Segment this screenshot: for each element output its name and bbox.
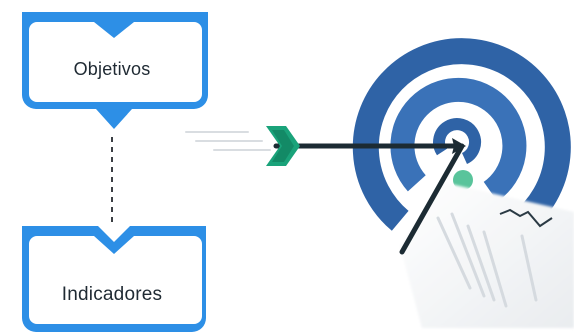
node-indicadores <box>22 226 206 332</box>
motion-lines <box>186 132 270 150</box>
node-objetivos-label: Objetivos <box>12 59 212 80</box>
node-indicadores-label: Indicadores <box>12 284 212 306</box>
